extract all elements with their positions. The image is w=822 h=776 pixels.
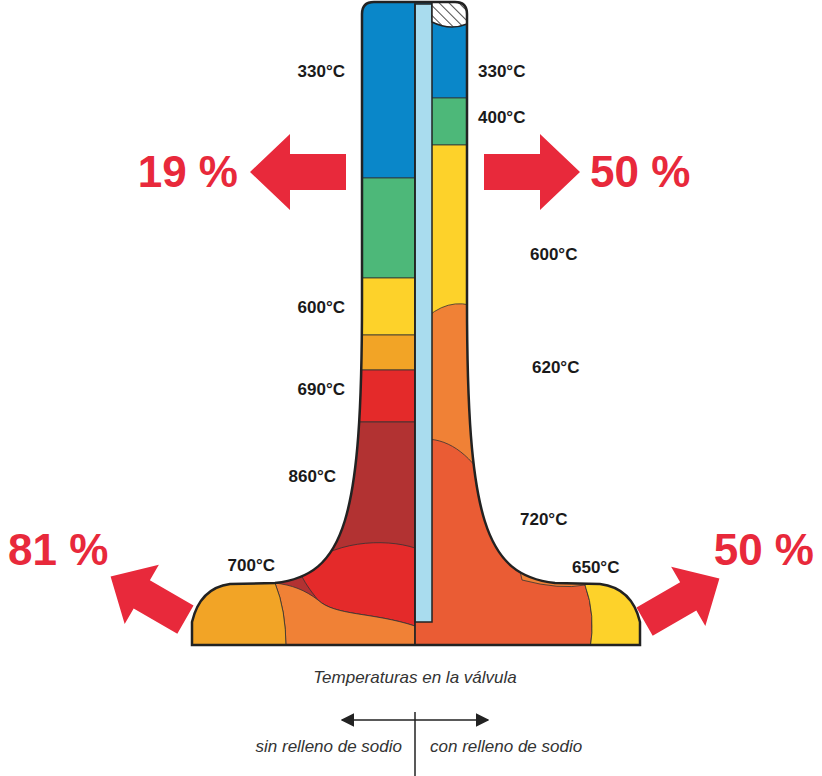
side-label: sin relleno de sodio <box>256 737 402 757</box>
figure-caption: Temperaturas en la válvula <box>313 668 517 688</box>
temperature-label: 860°C <box>289 467 336 487</box>
temperature-label: 330°C <box>298 62 345 82</box>
stem-cap-hatch <box>432 2 467 27</box>
heat-arrows <box>93 134 736 651</box>
stem-cap <box>432 2 467 27</box>
temperature-label: 720°C <box>520 510 567 530</box>
temperature-label: 600°C <box>530 245 577 265</box>
temperature-zones <box>180 0 655 652</box>
heat-arrow <box>93 547 202 649</box>
temperature-label: 650°C <box>572 558 619 578</box>
temperature-label: 400°C <box>478 108 525 128</box>
center-line <box>414 4 416 645</box>
temperature-label: 330°C <box>478 62 525 82</box>
heat-percentage: 50 % <box>714 528 814 572</box>
temperature-label: 700°C <box>228 556 275 576</box>
heat-arrow <box>250 134 346 210</box>
temperature-label: 620°C <box>532 358 579 378</box>
temperature-label: 600°C <box>298 298 345 318</box>
heat-arrow <box>484 134 580 210</box>
heat-percentage: 19 % <box>138 150 238 194</box>
side-label: con relleno de sodio <box>430 737 582 757</box>
heat-percentage: 50 % <box>590 150 690 194</box>
heat-percentage: 81 % <box>8 528 108 572</box>
temperature-label: 690°C <box>298 380 345 400</box>
sodium-channel <box>415 4 432 622</box>
valve-outline <box>192 2 640 645</box>
divider-line <box>414 712 416 776</box>
